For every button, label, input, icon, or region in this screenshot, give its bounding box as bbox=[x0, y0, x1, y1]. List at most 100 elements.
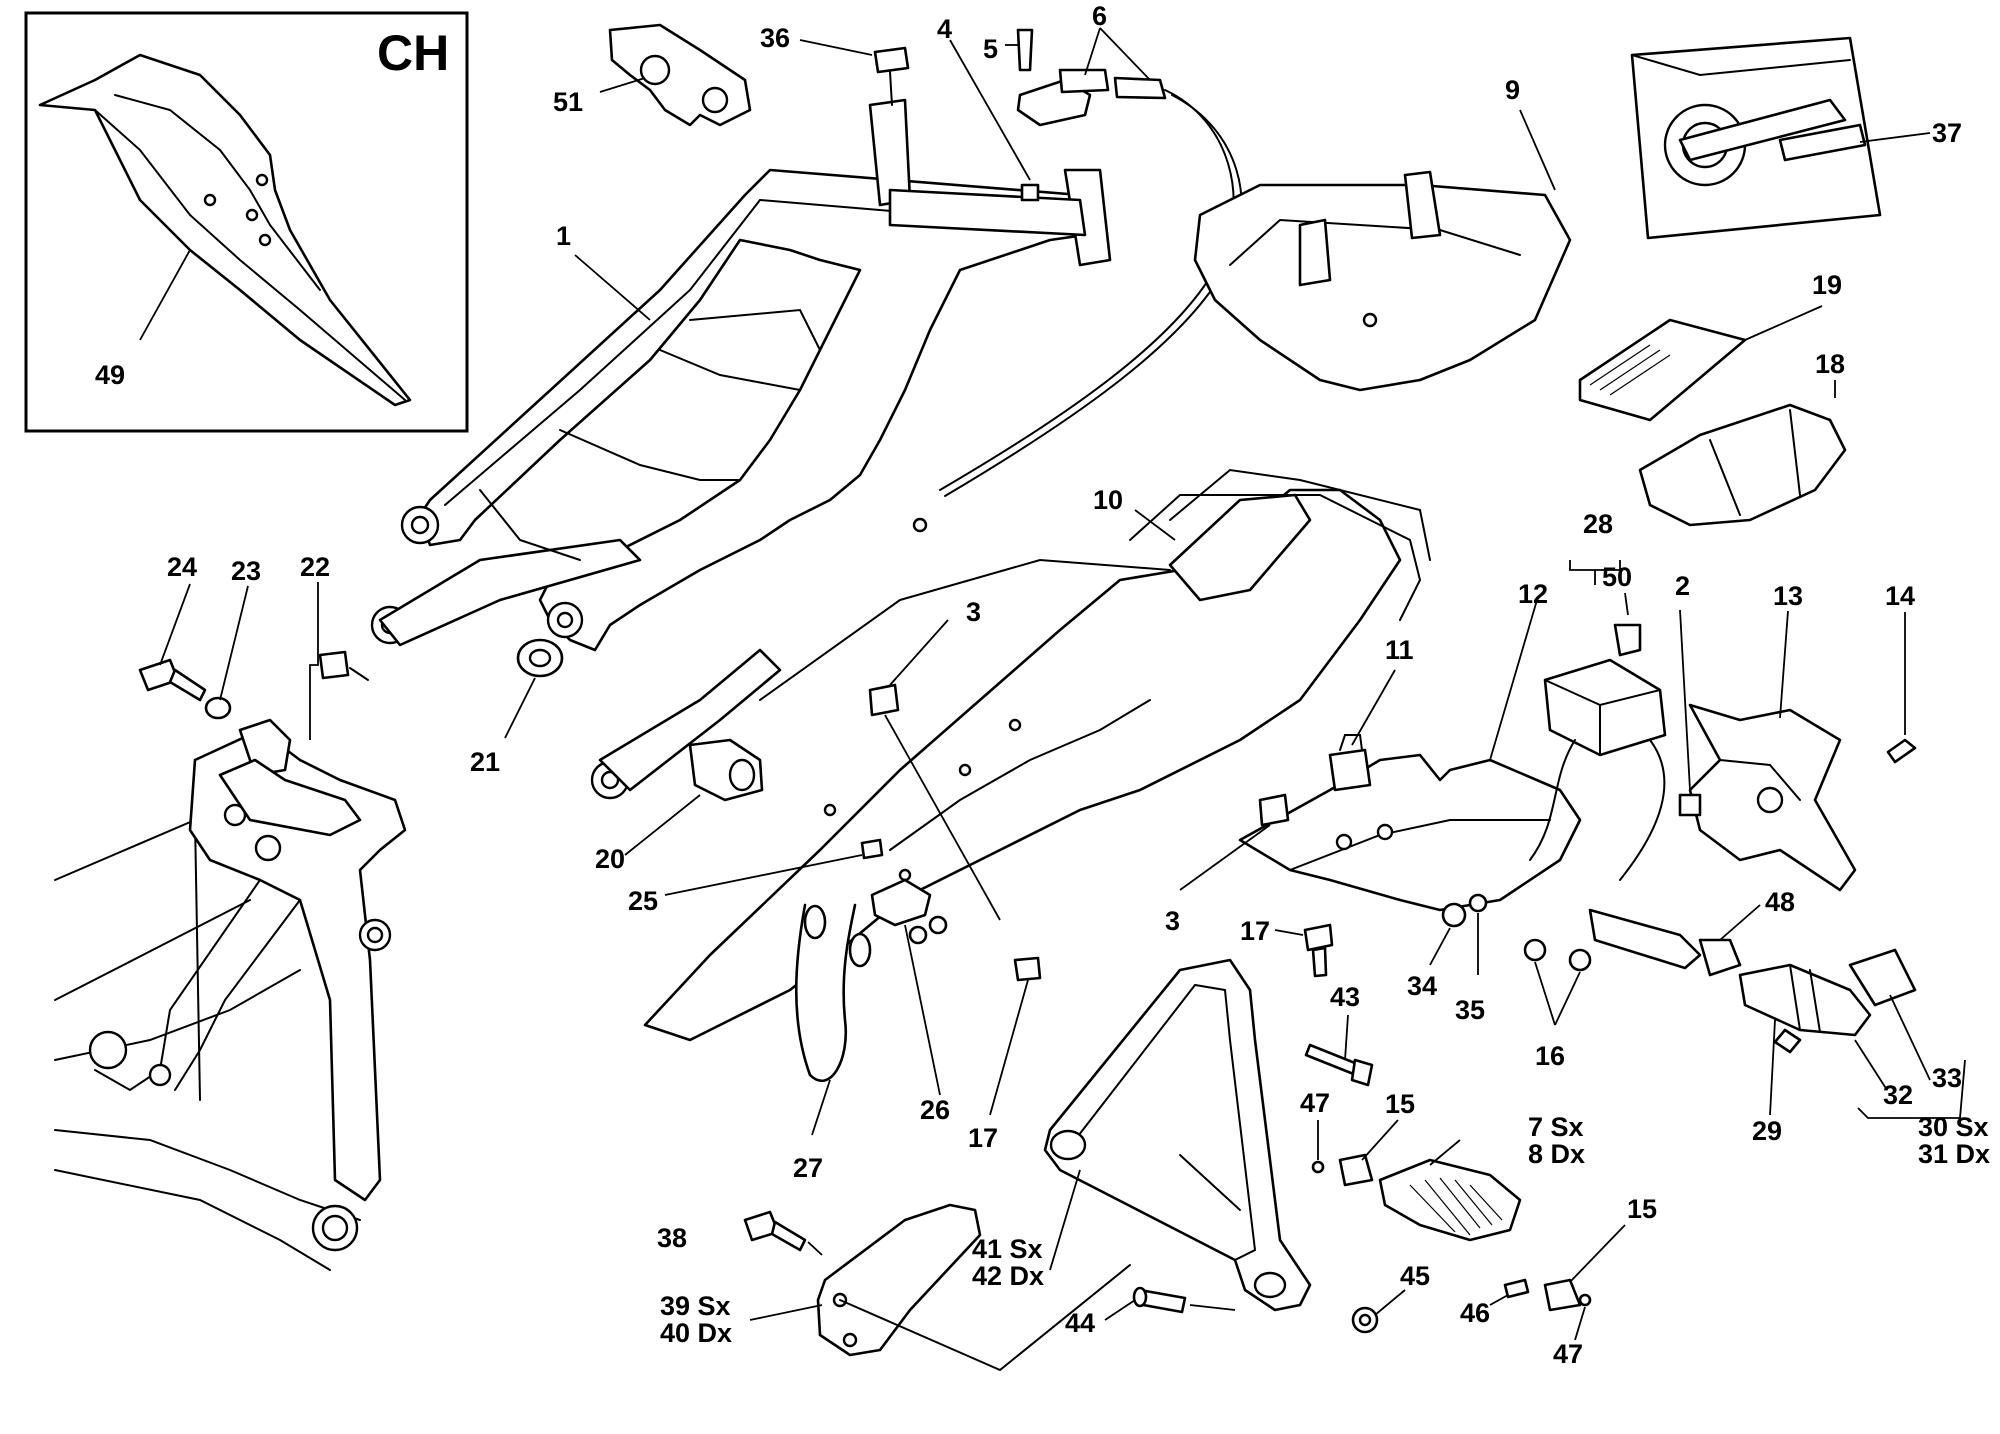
part-50-bulb bbox=[1613, 623, 1642, 657]
label-4: 4 bbox=[937, 14, 952, 44]
part-36-rubber-bush bbox=[873, 46, 910, 106]
label-26: 26 bbox=[920, 1095, 950, 1125]
label-7: 7 Sx bbox=[1528, 1112, 1584, 1142]
part-6-lock-assembly bbox=[1016, 68, 1167, 127]
part-14-screw bbox=[1886, 738, 1917, 764]
part-43-bolt bbox=[1304, 1043, 1374, 1087]
label-16: 16 bbox=[1535, 1041, 1565, 1071]
label-23: 23 bbox=[231, 556, 261, 586]
label-25: 25 bbox=[628, 886, 658, 916]
part-main-frame-partial bbox=[54, 718, 407, 1271]
label-50: 50 bbox=[1602, 562, 1632, 592]
label-10: 10 bbox=[1093, 485, 1123, 515]
label-22: 22 bbox=[300, 552, 330, 582]
label-11: 11 bbox=[1385, 635, 1414, 665]
label-30: 30 Sx bbox=[1918, 1112, 1989, 1142]
part-18-pouch bbox=[1638, 403, 1847, 527]
label-19: 19 bbox=[1812, 270, 1842, 300]
label-33: 33 bbox=[1932, 1063, 1962, 1093]
label-31: 31 Dx bbox=[1918, 1139, 1990, 1169]
label-43: 43 bbox=[1330, 982, 1360, 1012]
part-38-bolt bbox=[743, 1210, 807, 1252]
part-12-plate-holder bbox=[1238, 753, 1582, 912]
part-15-washer-lower bbox=[1543, 1278, 1582, 1312]
part-24-bolt bbox=[138, 658, 207, 702]
part-3-damper-lower bbox=[1258, 793, 1290, 827]
part-35-washer bbox=[1468, 893, 1488, 913]
part-49-rear-hugger bbox=[38, 53, 412, 407]
part-21-nut bbox=[516, 638, 564, 678]
label-24: 24 bbox=[167, 552, 197, 582]
label-18: 18 bbox=[1815, 349, 1845, 379]
part-48-turn-signal-stalk bbox=[1588, 908, 1742, 977]
label-49: 49 bbox=[95, 360, 125, 390]
part-37-tool-kit-pouch bbox=[1630, 36, 1882, 240]
label-44: 44 bbox=[1065, 1308, 1095, 1338]
part-27-ground-cable bbox=[794, 903, 872, 1083]
label-1: 1 bbox=[556, 221, 571, 251]
label-27: 27 bbox=[793, 1153, 823, 1183]
inset-ch: CH 49 bbox=[24, 11, 469, 433]
part-45-washer bbox=[1351, 1306, 1379, 1334]
label-14: 14 bbox=[1885, 581, 1915, 611]
part-33-lens bbox=[1848, 948, 1917, 1007]
label-47b: 47 bbox=[1553, 1339, 1583, 1369]
part-13-tail-light bbox=[1688, 703, 1857, 892]
label-12: 12 bbox=[1518, 579, 1548, 609]
label-37: 37 bbox=[1932, 118, 1962, 148]
part-47-circlip-upper bbox=[1311, 1160, 1325, 1174]
label-35: 35 bbox=[1455, 995, 1485, 1025]
part-51-bracket bbox=[608, 23, 752, 127]
part-28-electrical-box bbox=[1543, 658, 1667, 757]
label-17b: 17 bbox=[968, 1123, 998, 1153]
label-6: 6 bbox=[1092, 1, 1107, 31]
label-38: 38 bbox=[657, 1223, 687, 1253]
part-19-manual bbox=[1578, 318, 1747, 422]
part-47-circlip-lower bbox=[1578, 1293, 1592, 1307]
label-28: 28 bbox=[1583, 509, 1613, 539]
label-34: 34 bbox=[1407, 971, 1437, 1001]
label-3b: 3 bbox=[1165, 906, 1180, 936]
label-39: 39 Sx bbox=[660, 1291, 731, 1321]
inset-label-ch: CH bbox=[377, 25, 449, 81]
part-15-washer-upper bbox=[1338, 1153, 1374, 1187]
label-2: 2 bbox=[1675, 571, 1690, 601]
label-51: 51 bbox=[553, 87, 583, 117]
label-32: 32 bbox=[1883, 1080, 1913, 1110]
part-11-grommet bbox=[1328, 734, 1372, 792]
label-36: 36 bbox=[760, 23, 790, 53]
label-40: 40 Dx bbox=[660, 1318, 732, 1348]
label-21: 21 bbox=[470, 747, 500, 777]
label-5: 5 bbox=[983, 34, 998, 64]
part-3-damper-upper bbox=[868, 683, 900, 717]
part-34-nut bbox=[1441, 902, 1467, 928]
label-20: 20 bbox=[595, 844, 625, 874]
label-46: 46 bbox=[1460, 1298, 1490, 1328]
part-26-switch bbox=[870, 878, 948, 945]
label-29: 29 bbox=[1752, 1116, 1782, 1146]
part-25-screw bbox=[860, 838, 884, 860]
label-17a: 17 bbox=[1240, 916, 1270, 946]
part-41-42-footpeg-bracket bbox=[1043, 958, 1312, 1312]
part-20-lock-barrel bbox=[688, 738, 764, 802]
label-41: 41 Sx bbox=[972, 1234, 1043, 1264]
part-39-40-heel-guard bbox=[816, 1203, 1131, 1372]
part-23-washer bbox=[204, 696, 232, 720]
part-4-screw bbox=[1020, 183, 1040, 202]
part-46-spring bbox=[1503, 1278, 1530, 1299]
part-17-screw-upper bbox=[1303, 923, 1334, 978]
part-labels: 1 2 3 3 4 5 6 7 Sx 8 Dx 9 10 11 12 13 14… bbox=[167, 1, 1990, 1369]
label-9: 9 bbox=[1505, 75, 1520, 105]
part-17-screw-lower bbox=[1013, 956, 1042, 982]
part-9-battery-tray bbox=[1193, 170, 1572, 392]
part-2-screw bbox=[1678, 793, 1702, 817]
part-5-screw bbox=[1016, 28, 1034, 72]
part-7-8-footpeg bbox=[1378, 1158, 1522, 1242]
part-22-nut bbox=[318, 650, 350, 680]
label-45: 45 bbox=[1400, 1261, 1430, 1291]
label-42: 42 Dx bbox=[972, 1261, 1044, 1291]
label-15b: 15 bbox=[1627, 1194, 1657, 1224]
label-47a: 47 bbox=[1300, 1088, 1330, 1118]
label-3a: 3 bbox=[966, 597, 981, 627]
label-15a: 15 bbox=[1385, 1089, 1415, 1119]
